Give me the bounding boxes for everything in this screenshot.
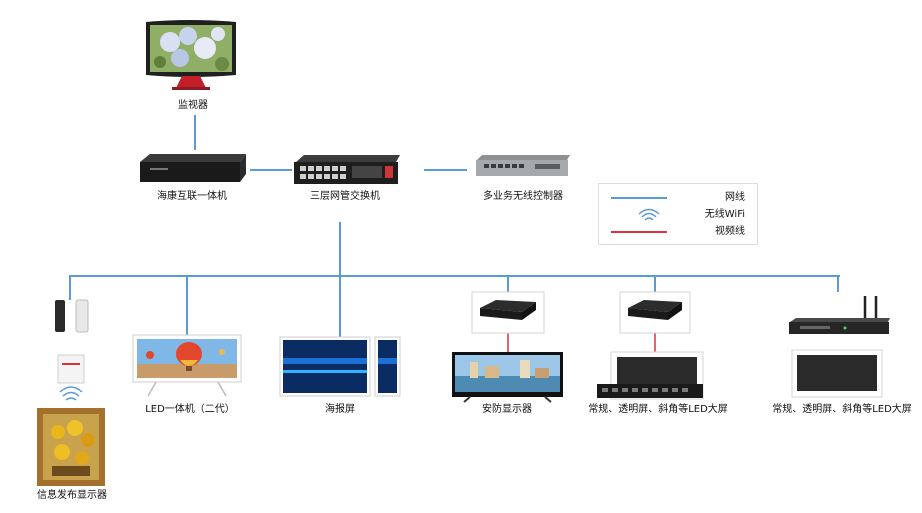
led-all-in-one-device [132, 334, 242, 397]
network-line-swatch [611, 197, 667, 199]
access-point-light [75, 299, 89, 333]
legend-video-line: 视频线 [599, 223, 757, 241]
info-display-label: 信息发布显示器 [37, 490, 107, 501]
wireless-controller-device [476, 155, 570, 176]
led-wall-1-label: 常规、透明屏、斜角等LED大屏 [588, 404, 728, 415]
led-wall-2-device [791, 349, 883, 398]
led-controller-device [789, 296, 890, 334]
led-wall-1-device [597, 351, 704, 400]
led-all-in-one-label: LED一体机（二代） [145, 404, 235, 415]
legend: 网线 无线WiFi 视频线 [598, 183, 758, 245]
video-lines [507, 333, 656, 352]
legend-network-line: 网线 [599, 189, 757, 207]
security-display-label: 安防显示器 [482, 404, 532, 415]
poster-screen-label: 海报屏 [325, 404, 355, 415]
security-box [471, 291, 545, 334]
network-lines [69, 115, 840, 337]
info-display-group [37, 299, 105, 486]
video-line-swatch [611, 231, 667, 233]
monitor-device [146, 20, 236, 90]
switch-label: 三层网管交换机 [310, 191, 380, 202]
wifi-icon [59, 386, 83, 401]
led-wall-2-label: 常规、透明屏、斜角等LED大屏 [772, 404, 912, 415]
led-box [619, 291, 691, 334]
security-display-device [452, 352, 563, 403]
wireless-receiver [57, 354, 85, 384]
legend-network-line-label: 网线 [725, 192, 745, 203]
poster-screen-device [279, 336, 401, 397]
legend-wireless-wifi: 无线WiFi [599, 206, 757, 224]
switch-device [294, 155, 400, 184]
legend-video-line-label: 视频线 [715, 226, 745, 237]
wifi-icon [638, 208, 660, 221]
legend-wireless-wifi-label: 无线WiFi [704, 209, 745, 220]
wireless-controller-label: 多业务无线控制器 [483, 191, 563, 202]
access-point-dark [55, 300, 65, 332]
monitor-label: 监视器 [178, 100, 208, 111]
nvr-label: 海康互联一体机 [157, 191, 227, 202]
nvr-device [140, 154, 246, 182]
